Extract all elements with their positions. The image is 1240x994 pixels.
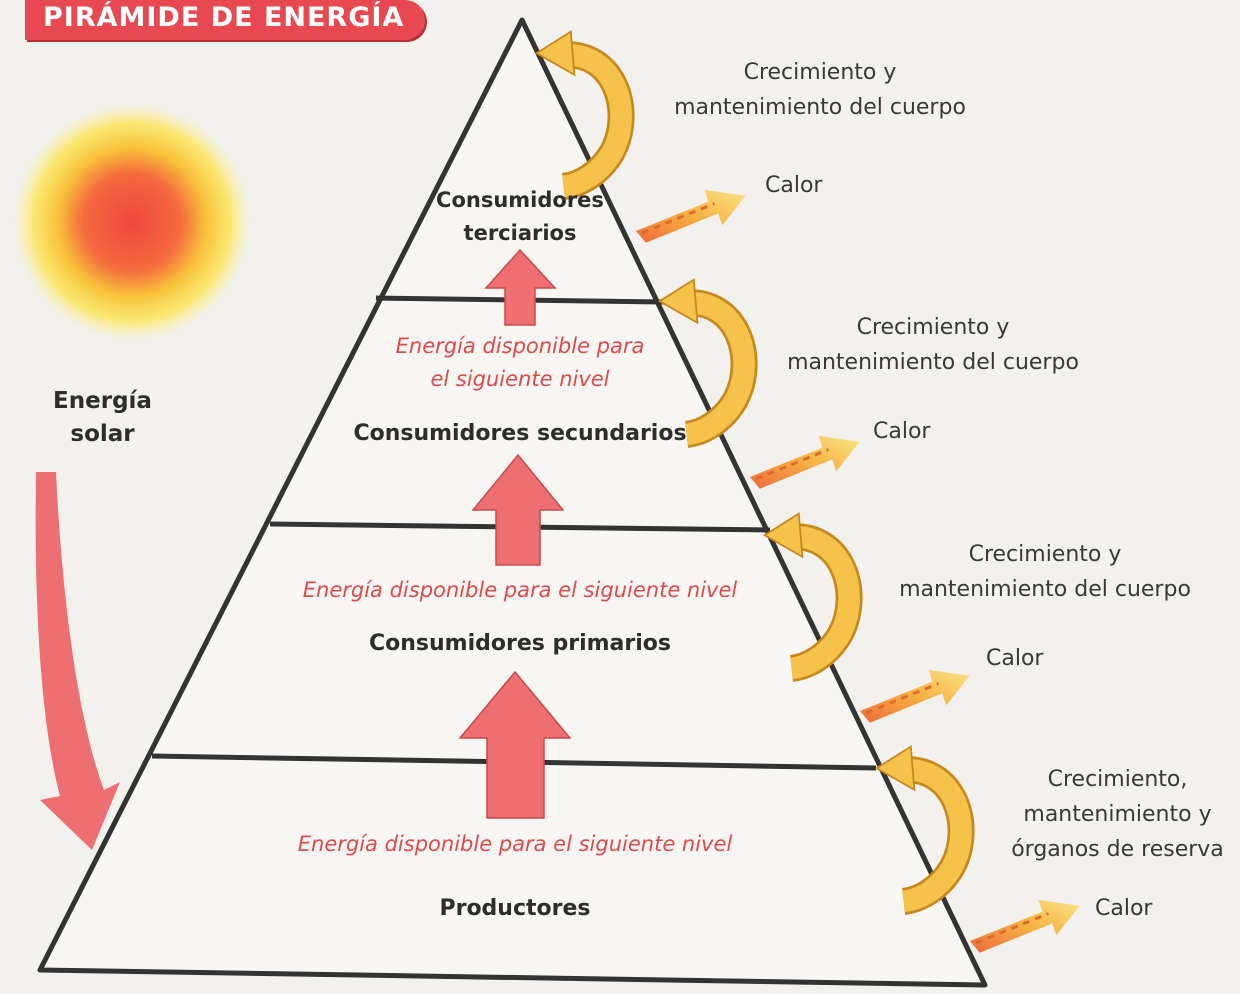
heat-arrow-2: [748, 434, 862, 491]
growth-label-4-line2: mantenimiento y: [1023, 802, 1212, 827]
terciarios-line2: terciarios: [463, 221, 577, 245]
diagram-title: PIRÁMIDE DE ENERGÍA: [43, 2, 405, 33]
solar-energy-arrow: [35, 472, 120, 850]
level-label-terciarios: Consumidores terciarios: [420, 184, 620, 250]
energy-up-arrow-secundarios: [471, 453, 565, 566]
solar-label-line1: Energía: [53, 388, 152, 414]
growth-label-2-line1: Crecimiento y: [856, 315, 1010, 340]
growth-label-4-line1: Crecimiento,: [1047, 767, 1188, 792]
energy-available-level3: Energía disponible para el siguiente niv…: [365, 330, 675, 396]
heat-arrow-4: [968, 898, 1082, 955]
growth-label-2: Crecimiento y mantenimiento del cuerpo: [768, 310, 1098, 380]
growth-label-1: Crecimiento y mantenimiento del cuerpo: [655, 55, 985, 125]
heat-arrow-1: [634, 188, 748, 245]
growth-label-3: Crecimiento y mantenimiento del cuerpo: [880, 537, 1210, 607]
energy-up-arrow-primarios: [458, 670, 572, 819]
energy-available-level3-line1: Energía disponible para: [395, 334, 645, 358]
heat-label-2: Calor: [873, 419, 931, 444]
terciarios-line1: Consumidores: [436, 188, 604, 212]
heat-label-3: Calor: [986, 646, 1044, 671]
growth-label-4-line3: órganos de reserva: [1011, 837, 1224, 862]
growth-label-4: Crecimiento, mantenimiento y órganos de …: [1000, 762, 1235, 867]
growth-label-2-line2: mantenimiento del cuerpo: [787, 350, 1079, 375]
level-label-secundarios: Consumidores secundarios: [353, 421, 687, 446]
level-label-primarios: Consumidores primarios: [368, 631, 672, 656]
growth-label-3-line2: mantenimiento del cuerpo: [899, 577, 1191, 602]
growth-label-3-line1: Crecimiento y: [968, 542, 1122, 567]
heat-label-4: Calor: [1095, 896, 1153, 921]
heat-label-1: Calor: [765, 173, 823, 198]
solar-energy-label: Energía solar: [30, 385, 175, 451]
growth-label-1-line1: Crecimiento y: [743, 60, 897, 85]
level-label-productores: Productores: [439, 896, 591, 921]
energy-available-level2: Energía disponible para el siguiente niv…: [302, 578, 738, 602]
sun: [12, 102, 252, 342]
solar-label-line2: solar: [70, 421, 135, 447]
energy-up-arrow-terciarios: [484, 248, 557, 326]
energy-available-level1: Energía disponible para el siguiente niv…: [297, 832, 733, 856]
heat-arrow-3: [858, 668, 972, 725]
growth-label-1-line2: mantenimiento del cuerpo: [674, 95, 966, 120]
title-banner: PIRÁMIDE DE ENERGÍA: [25, 0, 425, 40]
energy-available-level3-line2: el siguiente nivel: [430, 367, 610, 391]
